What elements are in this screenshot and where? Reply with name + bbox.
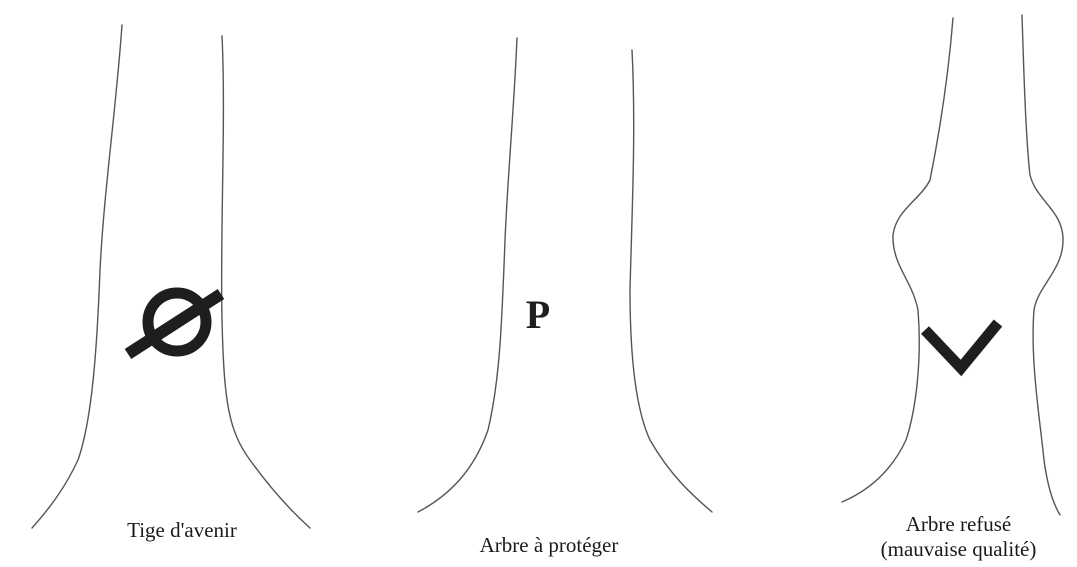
trunk-left-outline [842, 18, 953, 502]
panel-protect: P [418, 38, 712, 512]
v-chevron-icon [925, 323, 998, 368]
caption-protect: Arbre à protéger [424, 533, 674, 558]
trunk-left-outline [418, 38, 517, 512]
trunk-right-outline [222, 36, 310, 528]
caption-line: Arbre refusé [840, 512, 1077, 537]
caption-refused: Arbre refusé (mauvaise qualité) [840, 512, 1077, 562]
panel-future-stem [32, 25, 310, 528]
trunk-right-outline [1022, 15, 1063, 515]
trunk-left-outline [32, 25, 122, 528]
caption-future-stem: Tige d'avenir [52, 518, 312, 543]
caption-line: Tige d'avenir [52, 518, 312, 543]
letter-p-icon: P [526, 292, 550, 337]
caption-line: Arbre à protéger [424, 533, 674, 558]
trunk-right-outline [630, 50, 712, 512]
caption-line: (mauvaise qualité) [840, 537, 1077, 562]
panel-refused [842, 15, 1063, 515]
crossed-circle-icon [128, 293, 221, 354]
